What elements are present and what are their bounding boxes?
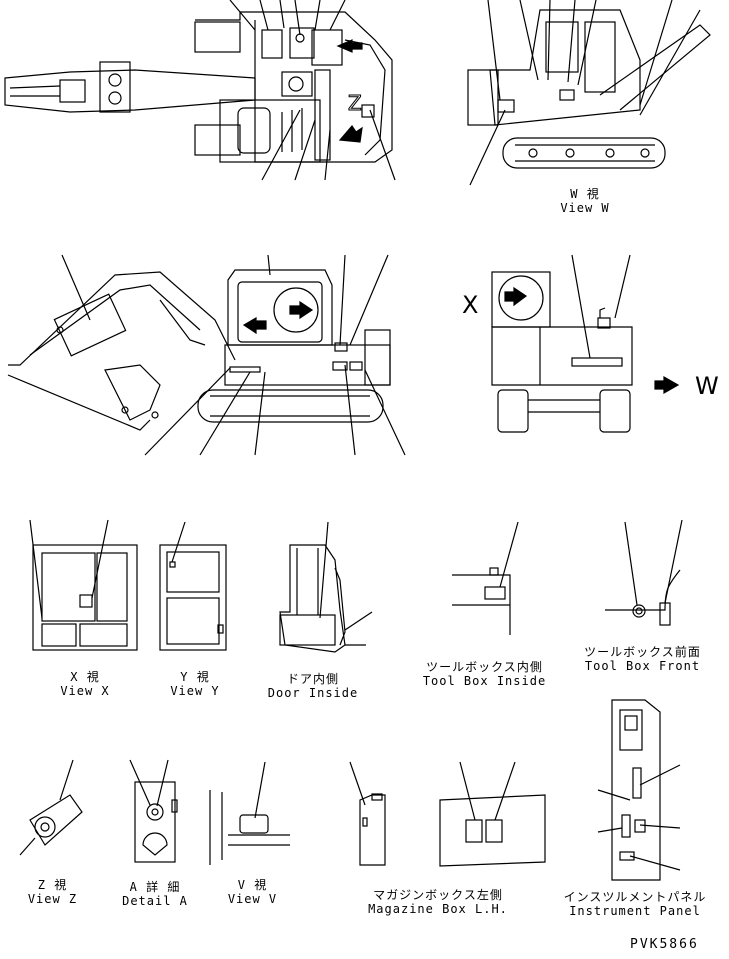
view-v-drawing xyxy=(209,761,290,865)
detail-a-drawing xyxy=(129,759,178,863)
tool-box-front-caption: ツールボックス前面 Tool Box Front xyxy=(575,645,710,673)
view-y-drawing xyxy=(159,521,227,651)
view-w-jp: W 視 xyxy=(570,187,600,201)
tool-box-inside-jp: ツールボックス内側 xyxy=(426,660,543,674)
view-x-caption: X 視 View X xyxy=(50,670,120,698)
tool-box-inside-en: Tool Box Inside xyxy=(422,674,547,688)
door-inside-en: Door Inside xyxy=(267,686,359,700)
door-inside-caption: ドア内側 Door Inside xyxy=(258,672,368,700)
instrument-panel-jp: インスツルメントパネル xyxy=(563,890,707,904)
view-x-en: View X xyxy=(60,684,110,698)
magazine-box-jp: マガジンボックス左側 xyxy=(373,888,503,902)
instrument-panel-drawing xyxy=(597,699,681,881)
door-inside-jp: ドア内側 xyxy=(286,672,339,686)
view-z-jp: Z 視 xyxy=(37,878,68,892)
view-z-drawing xyxy=(19,759,83,856)
view-z-en: View Z xyxy=(27,892,78,906)
door-inside-drawing xyxy=(279,521,373,653)
view-w-drawing xyxy=(467,0,711,186)
side-elevation-view xyxy=(7,254,406,456)
detail-a-en: Detail A xyxy=(122,894,188,908)
view-v-caption: V 視 View V xyxy=(215,878,290,906)
view-w-en: View W xyxy=(560,201,610,215)
magazine-box-lh-drawing xyxy=(439,761,546,867)
view-y-en: View Y xyxy=(170,684,220,698)
view-y-caption: Y 視 View Y xyxy=(160,670,230,698)
letter-x-label: X xyxy=(462,291,479,319)
magazine-box-caption: マガジンボックス左側 Magazine Box L.H. xyxy=(358,888,518,916)
magazine-box-en: Magazine Box L.H. xyxy=(368,902,508,916)
tool-box-front-jp: ツールボックス前面 xyxy=(584,645,701,659)
front-view xyxy=(491,254,680,433)
view-v-en: View V xyxy=(227,892,278,906)
svg-text:Z: Z xyxy=(348,91,362,115)
tool-box-inside-caption: ツールボックス内側 Tool Box Inside xyxy=(412,660,557,688)
letter-w-label: W xyxy=(695,372,719,400)
view-z-caption: Z 視 View Z xyxy=(15,878,90,906)
top-plan-view: Z xyxy=(4,0,396,181)
view-y-jp: Y 視 xyxy=(180,670,210,684)
drawing-code: PVK5866 xyxy=(630,937,699,952)
view-x-jp: X 視 xyxy=(70,670,100,684)
detail-a-jp: A 詳 細 xyxy=(129,880,181,894)
detail-a-caption: A 詳 細 Detail A xyxy=(115,880,195,908)
instrument-panel-en: Instrument Panel xyxy=(569,904,701,918)
view-w-caption: W 視 View W xyxy=(555,187,615,215)
tool-box-front-drawing xyxy=(605,519,683,626)
instrument-panel-caption: インスツルメントパネル Instrument Panel xyxy=(560,890,710,918)
view-x-drawing xyxy=(29,519,138,651)
tool-box-front-en: Tool Box Front xyxy=(584,659,701,673)
view-v-jp: V 視 xyxy=(237,878,268,892)
magazine-box-side-drawing xyxy=(349,761,386,866)
tool-box-inside-drawing xyxy=(452,521,519,635)
